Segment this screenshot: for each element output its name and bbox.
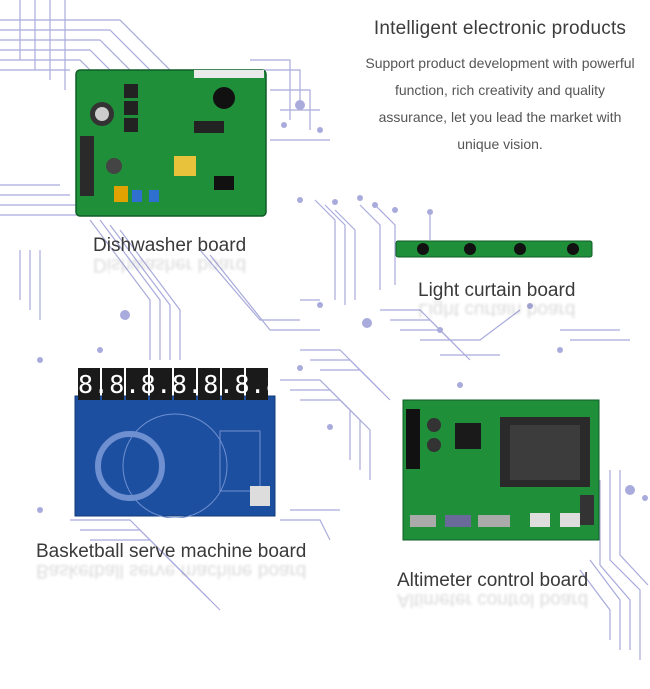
- altimeter-board-image: [402, 399, 600, 541]
- section-title: Intelligent electronic products: [373, 18, 627, 39]
- dishwasher-board-caption-reflection: Dishwasher board: [93, 254, 247, 275]
- basketball-board-caption-reflection: Basketball serve machine board: [36, 560, 307, 581]
- light-curtain-board-caption-reflection: Light curtain board: [418, 299, 576, 320]
- light-curtain-board-image: [395, 240, 593, 258]
- altimeter-board-caption-reflection: Altimeter control board: [397, 589, 589, 610]
- basketball-board-caption: Basketball serve machine board: [36, 541, 307, 562]
- light-curtain-board-caption: Light curtain board: [418, 280, 576, 301]
- dishwasher-board-caption: Dishwasher board: [93, 235, 247, 256]
- altimeter-board-caption: Altimeter control board: [397, 570, 589, 591]
- basketball-board-image: [74, 368, 276, 518]
- basketball-led-display: 8.8.8.8.8.8.8.8.: [78, 370, 274, 399]
- dishwasher-board-image: [75, 69, 267, 217]
- section-description: Support product development with powerfu…: [365, 55, 635, 152]
